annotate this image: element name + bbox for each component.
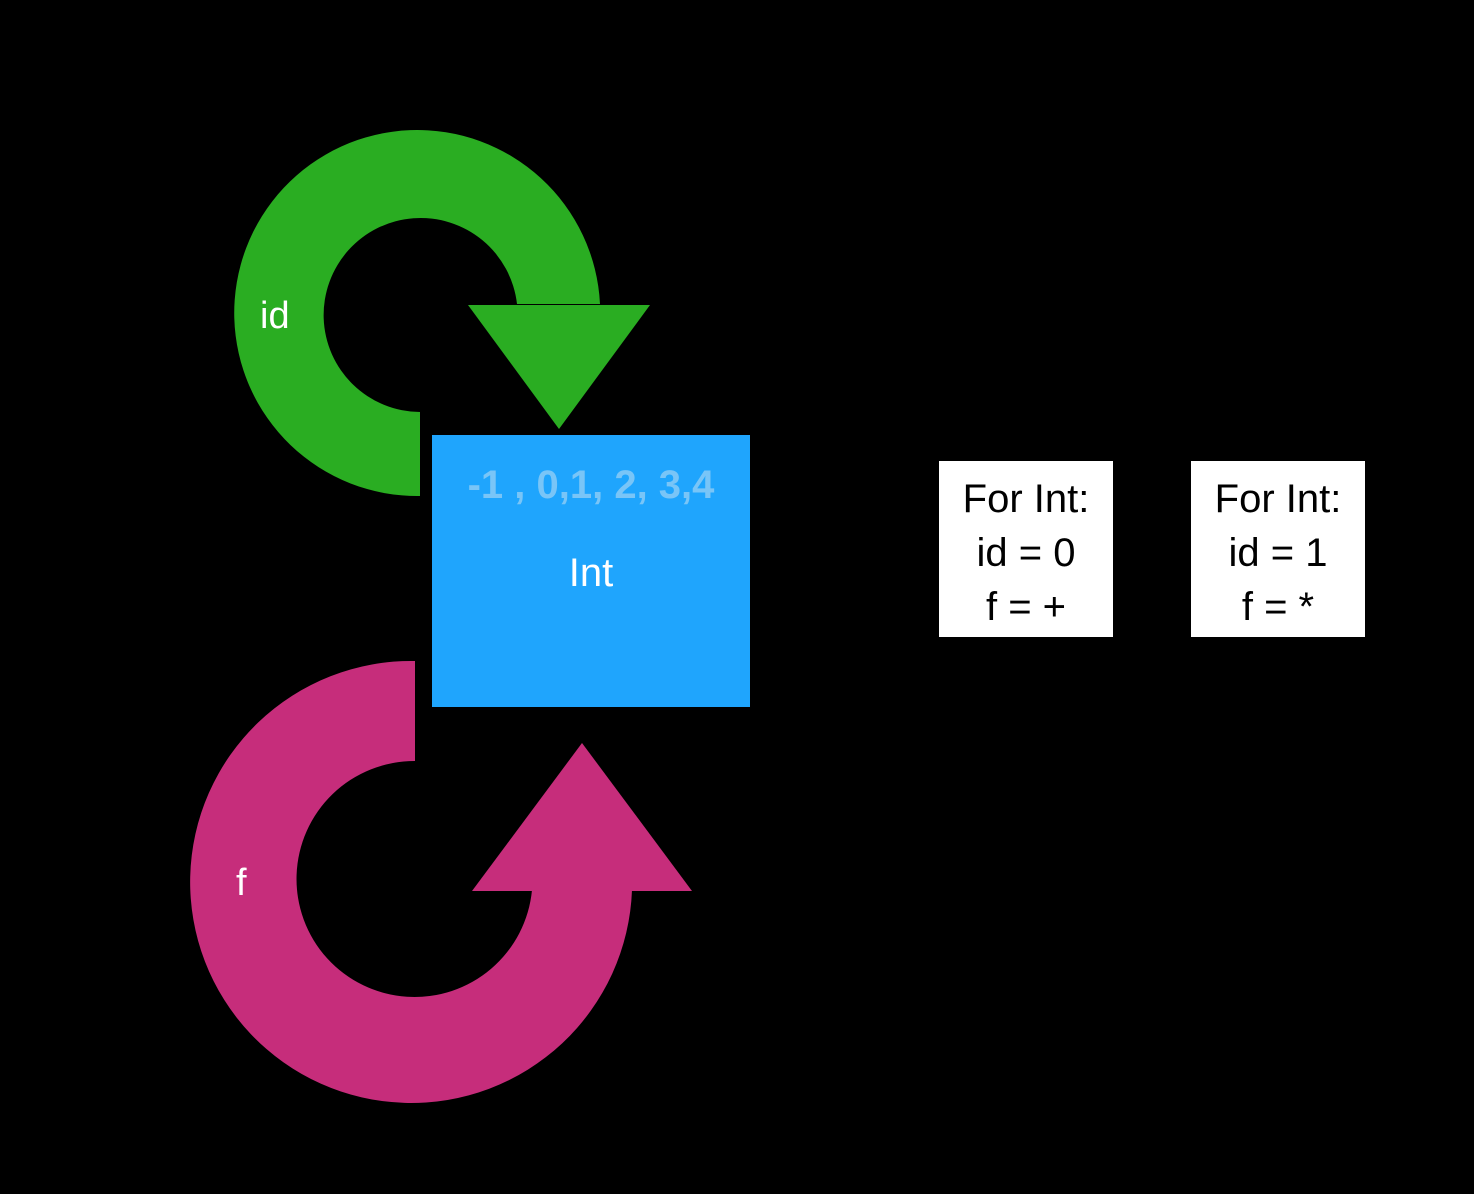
note-operation: f = + [985,585,1067,629]
f-loop-arrow-icon [190,660,692,1103]
note-addition-monoid: For Int: id = 0 f = + [939,461,1113,637]
id-loop-arrow-icon [234,130,650,497]
int-object-box: -1 , 0,1, 2, 3,4 Int [432,435,750,707]
note-multiplication-monoid: For Int: id = 1 f = * [1191,461,1365,637]
int-example-values: -1 , 0,1, 2, 3,4 [467,463,715,507]
int-object-title: Int [568,551,614,595]
f-arrow-label: f [236,862,247,904]
id-arrow-label: id [260,295,290,337]
note-heading: For Int: [962,477,1090,521]
note-heading: For Int: [1214,477,1342,521]
note-identity: id = 1 [1228,531,1328,575]
note-operation: f = * [1241,585,1315,629]
note-identity: id = 0 [976,531,1076,575]
